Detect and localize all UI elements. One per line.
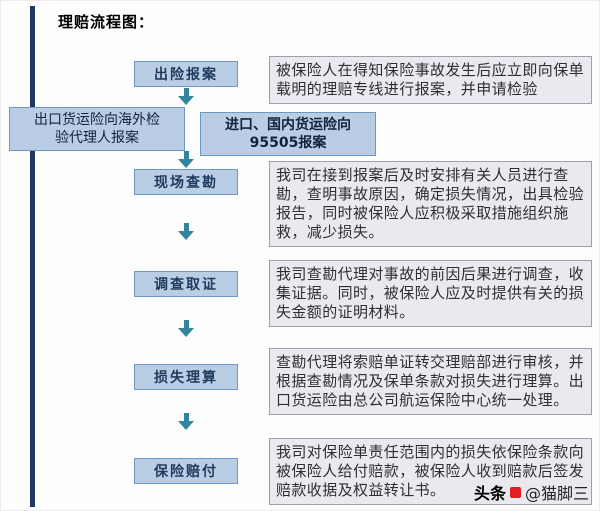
flow-step-report-accident: 出险报案 [134,61,238,87]
step-description-report: 被保险人在得知保险事故发生后应立即向保单载明的理赔专线进行报案，并申请检验 [269,56,592,104]
down-arrow-icon [178,88,194,105]
arrow-stem [183,151,189,159]
flow-step-investigation: 调查取证 [134,271,238,297]
branch-line: 95505报案 [249,135,327,151]
step-description-investigation: 我司查勘代理对事故的前因后果进行调查，收集证据。同时，被保险人应及时提供有关的损… [269,260,592,327]
branch-line: 进口、国内货运险向 [225,117,351,133]
toutiao-logo-icon [509,486,521,498]
arrow-stem [183,413,189,421]
arrow-head [178,421,194,430]
arrow-head [178,159,194,168]
flow-step-loss-adjustment: 损失理算 [134,364,238,390]
down-arrow-icon [178,320,194,337]
branch-line: 验代理人报案 [55,130,139,146]
branch-line: 出口货运险向海外检 [34,112,160,128]
branch-import-domestic-report: 进口、国内货运险向 95505报案 [200,112,376,156]
diagram-title: 理赔流程图： [58,13,155,31]
toutiao-brand-label: 头条 [473,484,506,503]
arrow-stem [183,223,189,231]
left-accent-bar [30,6,35,507]
down-arrow-icon [178,151,194,168]
arrow-stem [183,88,189,96]
arrow-head [178,328,194,337]
arrow-head [178,96,194,105]
flow-step-site-survey: 现场查勘 [134,169,238,195]
branch-export-cargo-report: 出口货运险向海外检 验代理人报案 [9,107,185,151]
flow-step-claim-payment: 保险赔付 [134,458,238,484]
arrow-stem [183,320,189,328]
step-description-survey: 我司在接到报案后及时安排有关人员进行查勘，查明事故原因，确定损失情况，出具检验报… [269,161,592,247]
down-arrow-icon [178,223,194,240]
arrow-head [178,231,194,240]
step-description-adjustment: 查勘代理将索赔单证转交理赔部进行审核，并根据查勘情况及保单条款对损失进行理算。出… [269,348,592,415]
watermark-handle: @猫脚三 [524,484,589,503]
watermark: 头条 @猫脚三 [474,480,589,504]
down-arrow-icon [178,413,194,430]
step-description-payment: 我司对保险单责任范围内的损失依保险条款向被保险人给付赔款，被保险人收到赔款后签发… [269,438,592,505]
